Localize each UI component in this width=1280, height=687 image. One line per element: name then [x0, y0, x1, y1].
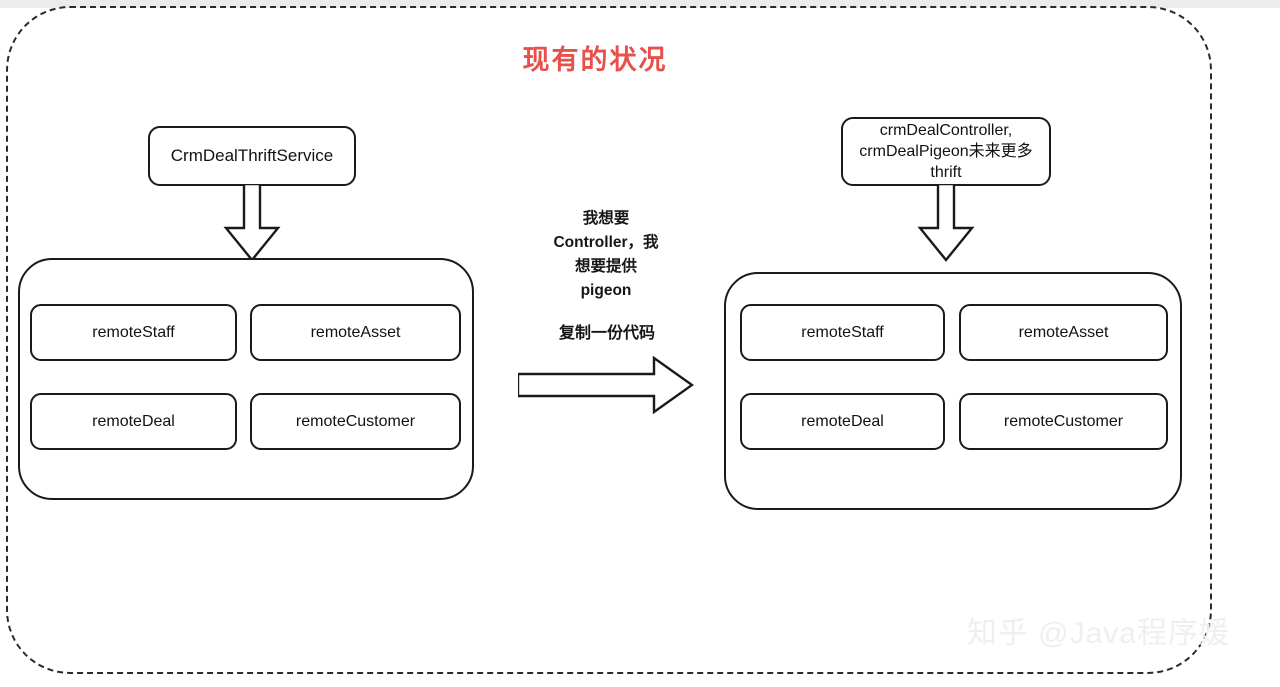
left-service-group	[18, 258, 474, 500]
arrow-down-left-icon	[223, 184, 281, 262]
right-top-node[interactable]: crmDealController, crmDealPigeon未来更多 thr…	[841, 117, 1051, 186]
top-gray-strip	[0, 0, 1280, 8]
watermark: 知乎 @Java程序媛	[966, 617, 1230, 650]
left-service-remote-asset[interactable]: remoteAsset	[250, 304, 461, 361]
dashed-canvas-border	[6, 6, 1212, 674]
left-service-remote-customer[interactable]: remoteCustomer	[250, 393, 461, 450]
left-service-remote-staff[interactable]: remoteStaff	[30, 304, 237, 361]
right-service-remote-asset[interactable]: remoteAsset	[959, 304, 1168, 361]
left-top-node[interactable]: CrmDealThriftService	[148, 126, 356, 186]
right-service-remote-staff[interactable]: remoteStaff	[740, 304, 945, 361]
right-service-remote-deal[interactable]: remoteDeal	[740, 393, 945, 450]
arrow-down-right-icon	[917, 184, 975, 262]
middle-copy-label: 复制一份代码	[558, 325, 655, 342]
page-title: 现有的状况	[522, 45, 668, 75]
middle-wish-label: 我想要 Controller，我 想要提供 pigeon	[553, 210, 659, 300]
arrow-right-middle-icon	[518, 356, 694, 414]
left-service-remote-deal[interactable]: remoteDeal	[30, 393, 237, 450]
right-service-remote-customer[interactable]: remoteCustomer	[959, 393, 1168, 450]
